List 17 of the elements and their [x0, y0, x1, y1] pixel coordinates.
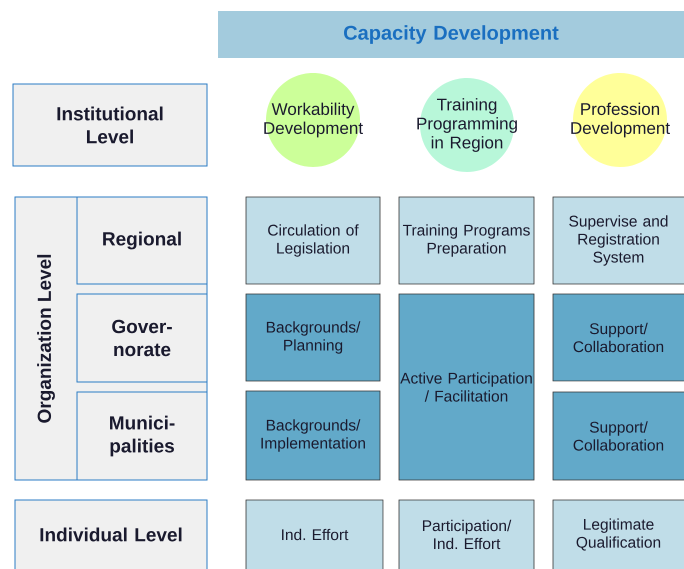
level-box: Gover- norate — [76, 294, 208, 382]
cell-box: Participation/ Ind. Effort — [398, 500, 534, 569]
cell-box: Support/ Collaboration — [552, 392, 684, 480]
level-box: Institutional Level — [12, 84, 208, 166]
level-box: Munici- palities — [76, 392, 208, 480]
header-band: Capacity Development — [218, 11, 684, 58]
level-box: Individual Level — [14, 500, 208, 569]
cell-box: Backgrounds/ Planning — [246, 294, 380, 382]
cell-box: Legitimate Qualification — [552, 500, 684, 569]
level-box: Regional — [76, 196, 208, 284]
cell-box: Active Participation / Facilitation — [398, 294, 534, 480]
cell-box: Ind. Effort — [246, 500, 384, 569]
cell-box: Supervise and Registration System — [552, 196, 684, 284]
cell-box: Support/ Collaboration — [552, 294, 684, 382]
cell-box: Training Programs Preparation — [398, 196, 534, 284]
cell-box: Backgrounds/ Implementation — [246, 390, 380, 480]
cell-box: Circulation of Legislation — [246, 196, 380, 284]
